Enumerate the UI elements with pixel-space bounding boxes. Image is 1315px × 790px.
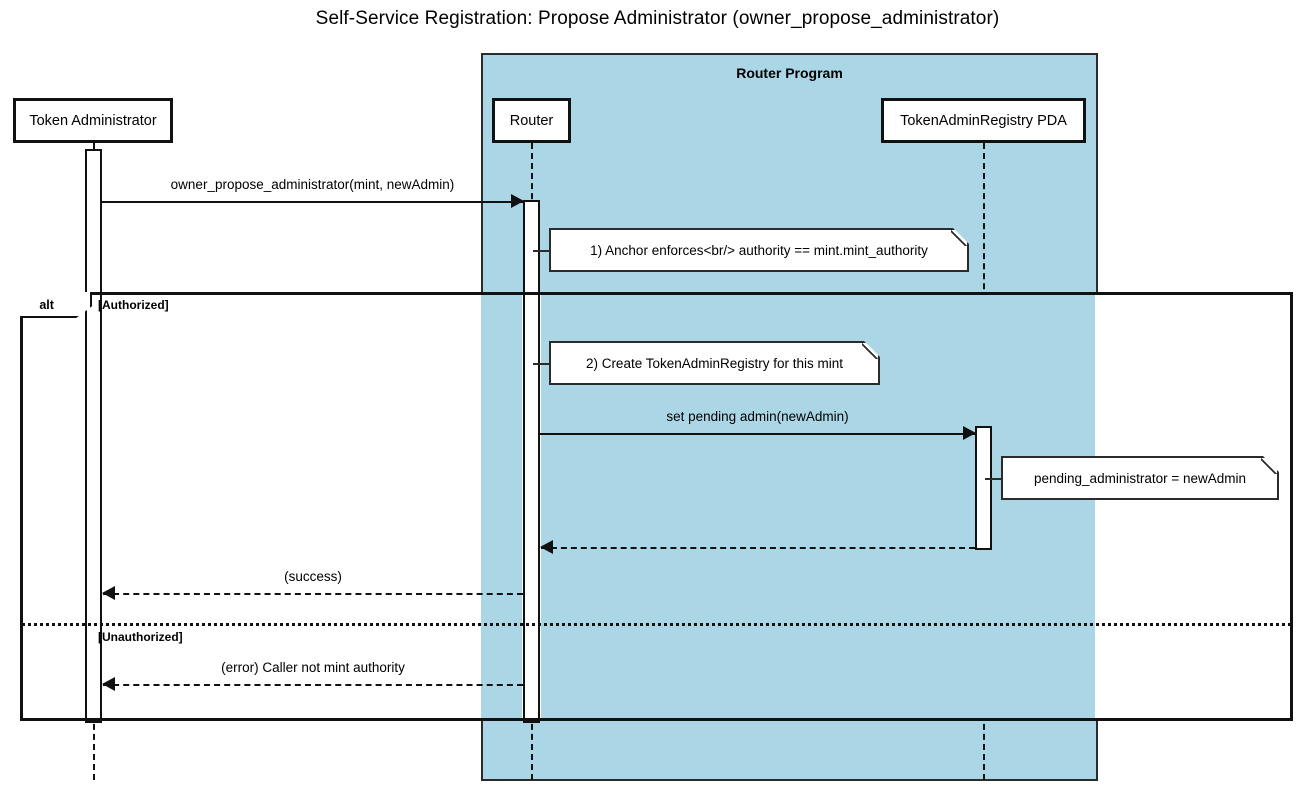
message-line	[540, 433, 975, 435]
message-line	[102, 201, 523, 203]
participant-router-label: Router	[509, 112, 554, 129]
note-pending-administrator: pending_administrator = newAdmin	[1001, 456, 1279, 500]
arrow-head-icon	[102, 586, 115, 600]
participant-token-admin-registry-pda[interactable]: TokenAdminRegistry PDA	[881, 98, 1086, 143]
message-label: owner_propose_administrator(mint, newAdm…	[170, 177, 455, 192]
message-line	[103, 684, 523, 686]
arrow-head-icon	[540, 540, 553, 554]
note-create-token-admin-registry: 2) Create TokenAdminRegistry for this mi…	[549, 341, 880, 385]
participant-token-admin-registry-pda-label: TokenAdminRegistry PDA	[900, 112, 1067, 129]
arrow-head-icon	[963, 426, 976, 440]
note-text: pending_administrator = newAdmin	[1034, 470, 1246, 486]
alt-condition-unauthorized: [Unauthorized]	[98, 630, 183, 644]
message-label: set pending admin(newAdmin)	[666, 409, 849, 424]
message-line	[103, 593, 523, 595]
alt-tab-shape	[20, 292, 92, 318]
arrow-head-icon	[511, 194, 524, 208]
activation-router	[523, 200, 540, 723]
group-label-router-program: Router Program	[736, 65, 843, 81]
alt-divider	[22, 623, 1291, 626]
participant-token-administrator[interactable]: Token Administrator	[13, 98, 173, 143]
note-stem-1	[533, 250, 551, 252]
alt-operator-label: alt	[39, 298, 54, 312]
page-title: Self-Service Registration: Propose Admin…	[315, 8, 1000, 29]
note-stem-3	[985, 478, 1003, 480]
note-text: 2) Create TokenAdminRegistry for this mi…	[585, 355, 844, 371]
activation-token-admin-registry-pda	[975, 426, 992, 550]
alt-operator-tab: alt	[20, 292, 92, 318]
note-text: 1) Anchor enforces<br/> authority == min…	[590, 242, 928, 258]
arrow-head-icon	[102, 677, 115, 691]
participant-token-administrator-label: Token Administrator	[29, 112, 157, 129]
alt-condition-authorized: [Authorized]	[98, 298, 169, 312]
participant-router[interactable]: Router	[492, 98, 571, 143]
note-anchor-enforces: 1) Anchor enforces<br/> authority == min…	[549, 228, 969, 272]
message-label: (success)	[284, 569, 342, 584]
message-line	[541, 547, 975, 549]
note-stem-2	[533, 363, 551, 365]
group-fill-strip-left	[481, 295, 522, 718]
message-label: (error) Caller not mint authority	[221, 660, 405, 675]
